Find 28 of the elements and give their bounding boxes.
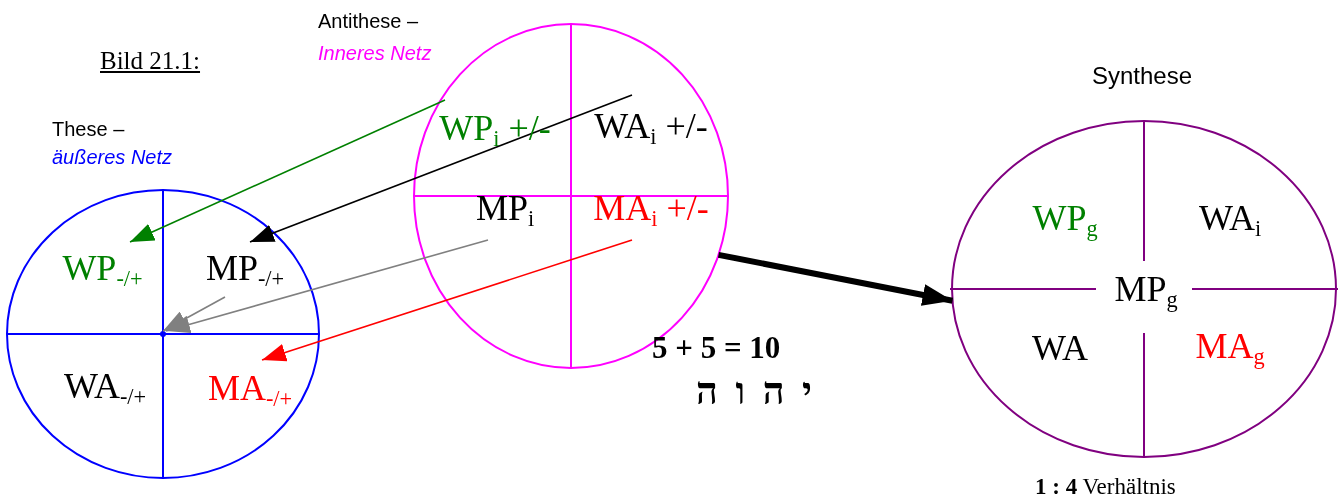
arrow [129,99,446,243]
quadrant-label: WP$_{g}$ [1010,190,1120,250]
heading: Antithese – [318,10,419,33]
quadrant-label: MP$_{g}$ [1098,265,1194,317]
arrow [261,239,633,362]
subheading: äußeres Netz [52,146,173,169]
equation-label: 5 + 5 = 10 [652,330,781,366]
quadrant-label: WA$_{i}$ +/- [576,95,726,160]
subheading: Inneres Netz [318,42,432,65]
arrow [717,251,954,306]
ratio-label: 1 : 4 Verhältnis [1035,474,1176,501]
hebrew-letters: י ה ו ה [695,370,812,414]
quadrant-label: MP$_{-/+}$ [185,242,305,297]
figure-title: Bild 21.1: [100,47,200,76]
quadrant-label: WA$_{i}$ [1180,190,1280,250]
arrow [162,296,226,332]
arrow [249,94,633,243]
quadrant-label: MA$_{-/+}$ [190,360,310,420]
quadrant-label: WA [1010,320,1110,375]
arrow [165,239,489,334]
quadrant-label: MA$_{i}$ +/- [576,180,726,240]
quadrant-label: MP$_{i}$ [455,180,555,240]
quadrant-label: MA$_{g}$ [1180,320,1280,375]
quadrant-label: WA$_{-/+}$ [45,355,165,420]
heading: Synthese [1092,62,1193,90]
heading: These – [52,118,125,141]
center-point [160,331,166,337]
quadrant-label: WP$_{-/+}$ [45,242,160,297]
